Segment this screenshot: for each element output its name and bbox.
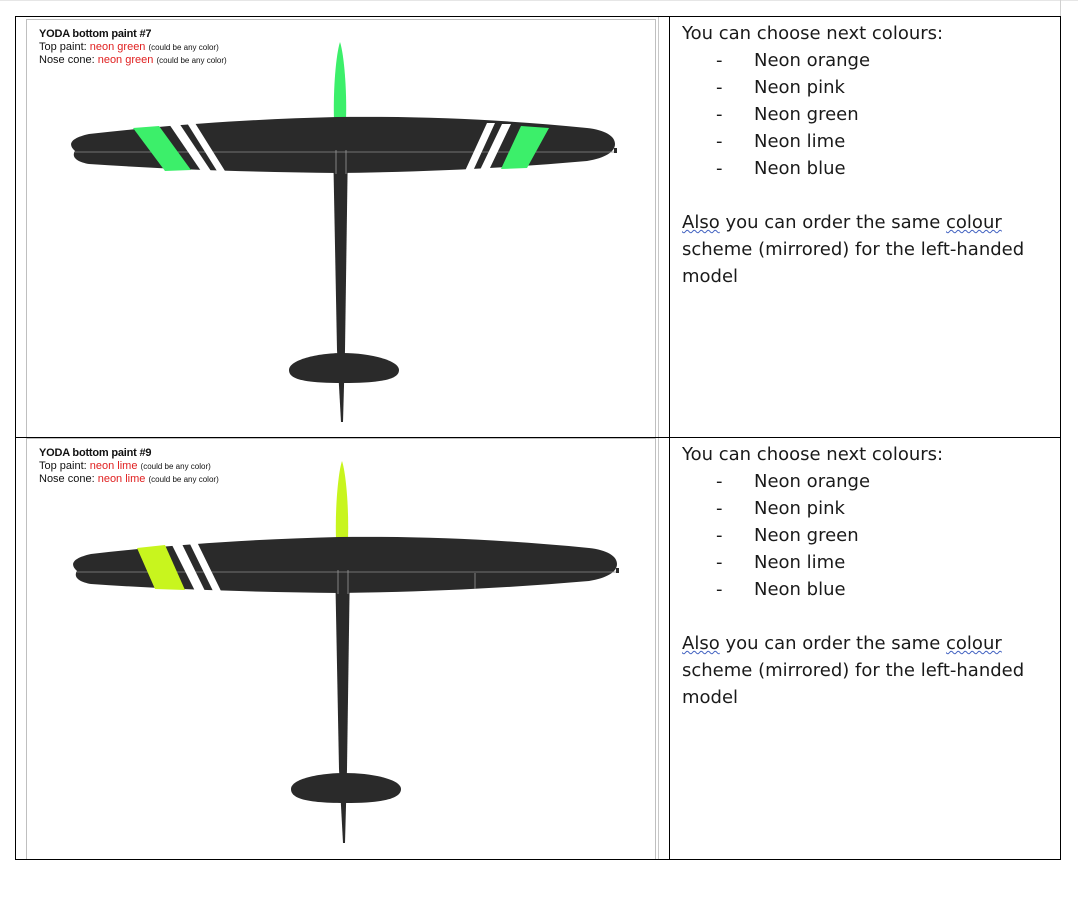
left-wing-accent <box>133 126 191 171</box>
colour-options-list: -Neon orange -Neon pink -Neon green -Neo… <box>682 468 1052 603</box>
caption-nose-cone: Nose cone: neon green (could be any colo… <box>39 54 227 66</box>
colour-option: -Neon orange <box>716 50 871 71</box>
colour-option: -Neon lime <box>716 552 846 573</box>
fuselage <box>333 142 348 422</box>
column-divider <box>669 17 670 437</box>
top-paint-color: neon green <box>89 41 146 53</box>
colour-option: -Neon green <box>716 525 859 546</box>
cell-gray-rule <box>658 17 659 437</box>
fin-accent <box>335 461 349 539</box>
mirrored-scheme-note: Also you can order the same colour schem… <box>682 633 1025 708</box>
caption-title: YODA bottom paint #9 <box>39 447 152 459</box>
fin-accent <box>333 42 347 120</box>
glider-drawing <box>73 461 619 843</box>
colour-option: -Neon orange <box>716 471 871 492</box>
left-wing-white-stripe <box>171 542 205 591</box>
nose-cone-color: neon lime <box>97 473 146 485</box>
nose-cone-color: neon green <box>97 54 154 66</box>
glider-image-paint-7: YODA bottom paint #7 Top paint: neon gre… <box>26 19 656 437</box>
caption-title: YODA bottom paint #7 <box>39 28 152 40</box>
column-divider <box>669 438 670 859</box>
caption-top-paint: Top paint: neon lime (could be any color… <box>39 460 211 472</box>
wing <box>71 116 615 173</box>
left-wing-white-stripe <box>169 123 211 171</box>
wing-tip-detail <box>616 568 619 573</box>
colour-options-cell: You can choose next colours: -Neon orang… <box>682 17 1052 290</box>
colour-options-list: -Neon orange -Neon pink -Neon green -Neo… <box>682 47 1052 182</box>
page-top-rule <box>0 0 1078 1</box>
left-wing-accent <box>137 545 185 590</box>
mirrored-scheme-note: Also you can order the same colour schem… <box>682 212 1025 287</box>
caption-top-paint: Top paint: neon green (could be any colo… <box>39 41 219 53</box>
table-row-paint-7: YODA bottom paint #7 Top paint: neon gre… <box>15 16 1061 438</box>
colour-options-heading: You can choose next colours: <box>682 23 944 44</box>
tailplane <box>291 773 401 803</box>
fuselage <box>335 561 350 843</box>
glider-drawing <box>71 42 617 422</box>
colour-option: -Neon blue <box>716 158 846 179</box>
caption-nose-cone: Nose cone: neon lime (could be any color… <box>39 473 219 485</box>
image-caption: YODA bottom paint #7 Top paint: neon gre… <box>39 28 227 67</box>
colour-option: -Neon pink <box>716 498 845 519</box>
cell-gray-rule <box>658 438 659 859</box>
colour-option: -Neon lime <box>716 131 846 152</box>
colour-option: -Neon pink <box>716 77 845 98</box>
top-paint-color: neon lime <box>89 460 138 472</box>
tailplane <box>289 353 399 383</box>
glider-image-paint-9: YODA bottom paint #9 Top paint: neon lim… <box>26 438 656 859</box>
colour-options-heading: You can choose next colours: <box>682 444 944 465</box>
colour-option: -Neon green <box>716 104 859 125</box>
page-margin-tick <box>1060 0 1061 16</box>
image-caption: YODA bottom paint #9 Top paint: neon lim… <box>39 447 219 486</box>
table-row-paint-9: YODA bottom paint #9 Top paint: neon lim… <box>15 437 1061 860</box>
colour-options-cell: You can choose next colours: -Neon orang… <box>682 438 1052 711</box>
left-wing-white-stripe-2 <box>189 542 221 591</box>
right-wing-white-stripe-2 <box>465 123 495 171</box>
right-wing-white-stripe <box>480 124 511 170</box>
wing-tip-detail <box>614 148 617 153</box>
left-wing-white-stripe-2 <box>187 123 225 171</box>
right-wing-accent <box>501 126 549 169</box>
colour-option: -Neon blue <box>716 579 846 600</box>
